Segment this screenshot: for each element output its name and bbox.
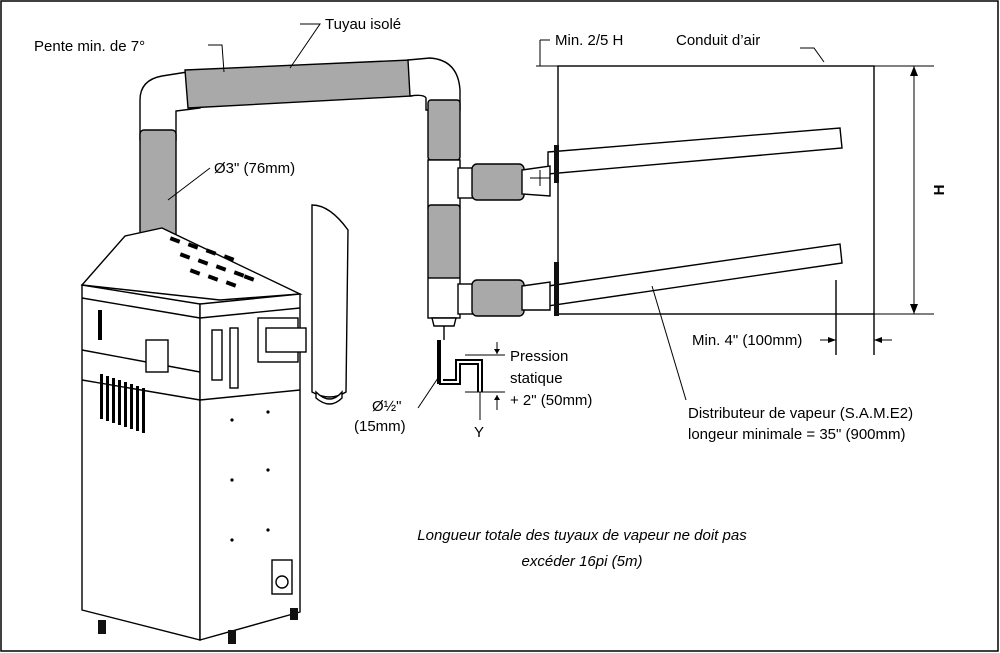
label-pressure-3: + 2" (50mm) <box>510 392 592 409</box>
label-drain-diameter-2: (15mm) <box>354 418 406 435</box>
insulated-steam-pipe <box>139 57 551 340</box>
label-air-duct: Conduit d’air <box>676 32 760 49</box>
label-diameter-3: Ø3" (76mm) <box>214 160 295 177</box>
dimension-lines <box>167 23 934 409</box>
label-note-2: excéder 16pi (5m) <box>522 553 643 570</box>
label-insulated-pipe: Tuyau isolé <box>325 16 401 33</box>
label-note-1: Longueur totale des tuyaux de vapeur ne … <box>417 527 747 544</box>
label-distributor-2: longeur minimale = 35" (900mm) <box>688 426 906 443</box>
label-trap: Y <box>474 424 484 441</box>
label-pressure-1: Pression <box>510 348 568 365</box>
label-height: H <box>931 185 948 196</box>
humidifier-unit <box>80 227 303 644</box>
label-drain-diameter-1: Ø½" <box>372 398 402 415</box>
air-duct <box>557 65 875 355</box>
label-distributor-1: Distributeur de vapeur (S.A.M.E2) <box>688 405 913 422</box>
label-pressure-2: statique <box>510 370 563 387</box>
exhaust-vent <box>265 204 349 405</box>
label-min-2-5-h: Min. 2/5 H <box>555 32 623 49</box>
label-slope: Pente min. de 7° <box>34 38 145 55</box>
label-min-4: Min. 4" (100mm) <box>692 332 802 349</box>
drain-trap <box>437 340 505 420</box>
